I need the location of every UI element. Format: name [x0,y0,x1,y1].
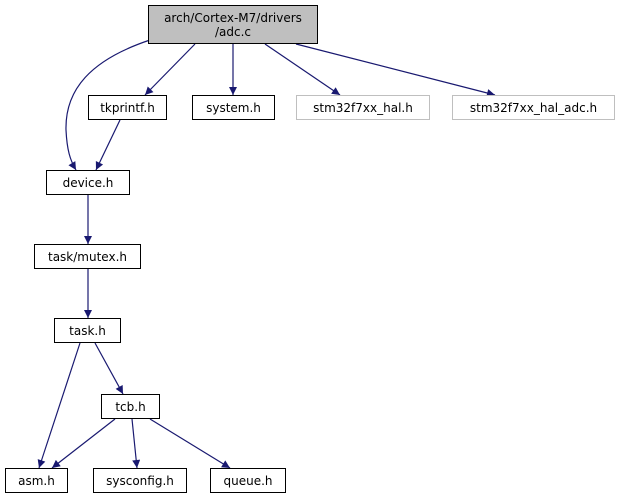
node-task-mutex-h[interactable]: task/mutex.h [34,244,141,269]
node-tcb-h[interactable]: tcb.h [101,394,160,419]
root-label-line1: arch/Cortex-M7/drivers [164,10,302,25]
node-asm-h[interactable]: asm.h [5,468,68,493]
node-queue-h[interactable]: queue.h [210,468,286,493]
edge-task-to-asm [37,342,81,469]
root-label-line2: /adc.c [214,24,252,39]
node-sysconfig-h[interactable]: sysconfig.h [93,468,187,493]
node-system-h[interactable]: system.h [192,95,275,120]
node-task-h[interactable]: task.h [54,318,121,343]
node-device-h[interactable]: device.h [46,170,130,195]
edge-root-to-device [65,39,151,171]
edge-tkprintf-to-device [95,119,121,171]
edge-tcb-to-sysconfig [131,418,141,469]
edge-root-to-stm32hal [264,43,341,96]
edge-task-to-tcb [94,342,124,395]
node-tkprintf-h[interactable]: tkprintf.h [88,95,167,120]
node-stm32f7xx-hal-h[interactable]: stm32f7xx_hal.h [296,95,430,120]
edge-root-to-stm32haladc [295,43,496,97]
node-root-adc-c[interactable]: arch/Cortex-M7/drivers /adc.c [148,5,318,44]
edge-root-to-tkprintf [144,43,196,96]
edge-tcb-to-asm [51,418,116,469]
node-stm32f7xx-hal-adc-h[interactable]: stm32f7xx_hal_adc.h [452,95,615,120]
edge-tcb-to-queue [149,418,231,469]
